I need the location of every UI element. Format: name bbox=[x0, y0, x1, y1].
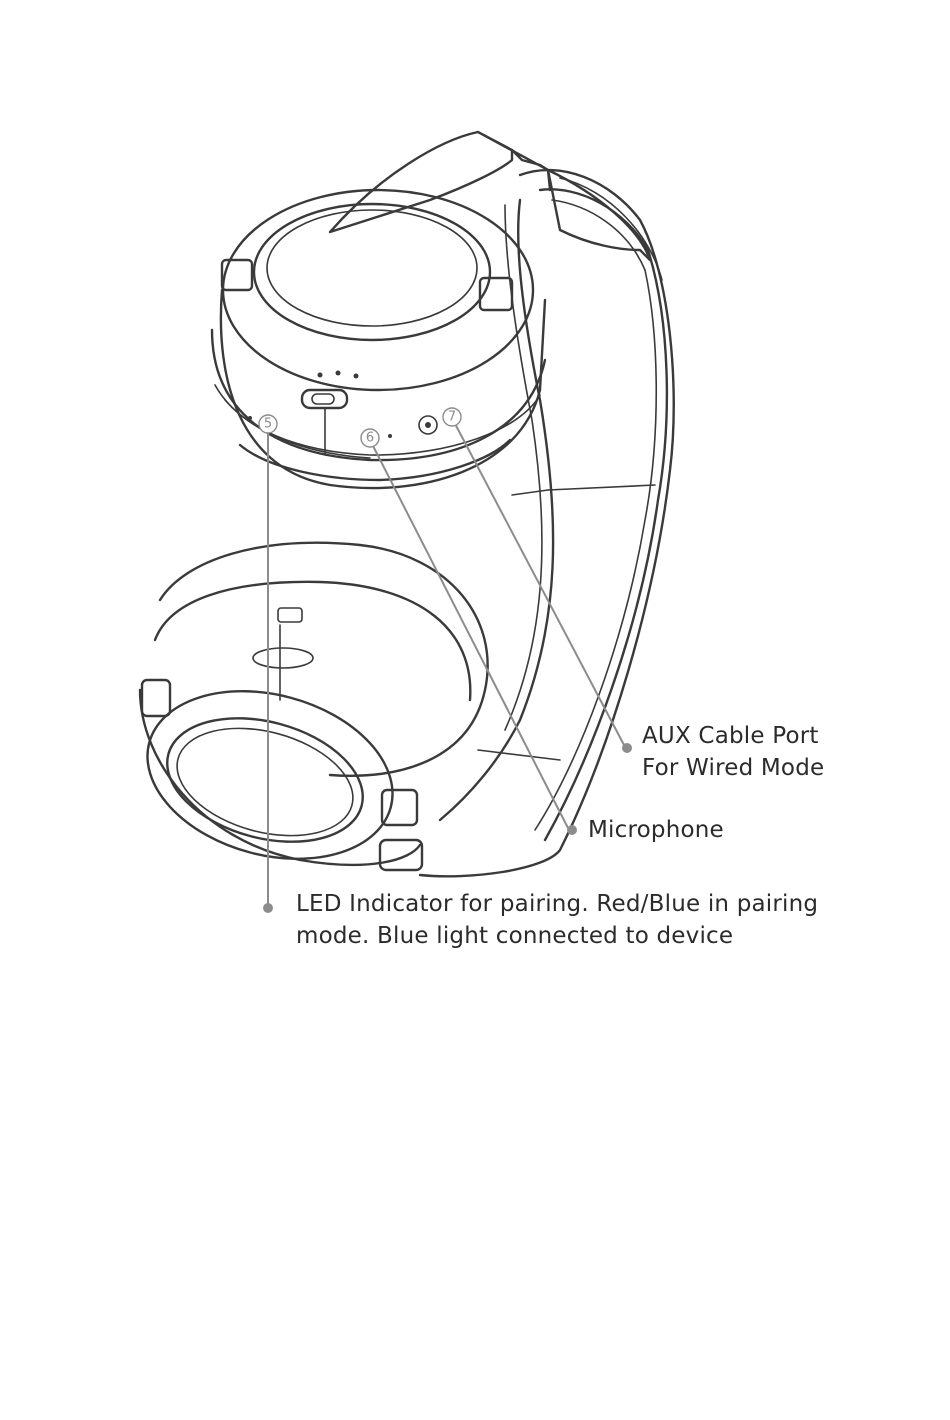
leader-dot-7 bbox=[622, 743, 632, 753]
callout-label-aux-port-line-2: For Wired Mode bbox=[642, 752, 824, 784]
callout-label-led-indicator-line-2: mode. Blue light connected to device bbox=[296, 920, 818, 952]
lower-ear-cup bbox=[129, 543, 488, 885]
callout-label-aux-port: AUX Cable Port For Wired Mode bbox=[642, 720, 824, 784]
callout-number-7: 7 bbox=[448, 410, 456, 425]
callout-label-led-indicator: LED Indicator for pairing. Red/Blue in p… bbox=[296, 888, 818, 952]
headband bbox=[330, 132, 674, 876]
upper-ear-cup bbox=[212, 190, 545, 488]
callout-number-5: 5 bbox=[264, 417, 272, 432]
callout-label-microphone: Microphone bbox=[588, 814, 724, 846]
leader-dot-6 bbox=[567, 825, 577, 835]
callout-leaders: 5 6 7 bbox=[259, 408, 632, 913]
callout-label-aux-port-line-1: AUX Cable Port bbox=[642, 720, 824, 752]
callout-label-microphone-line-1: Microphone bbox=[588, 814, 724, 846]
leader-dot-5 bbox=[263, 903, 273, 913]
callout-number-6: 6 bbox=[366, 431, 374, 446]
callout-label-led-indicator-line-1: LED Indicator for pairing. Red/Blue in p… bbox=[296, 888, 818, 920]
